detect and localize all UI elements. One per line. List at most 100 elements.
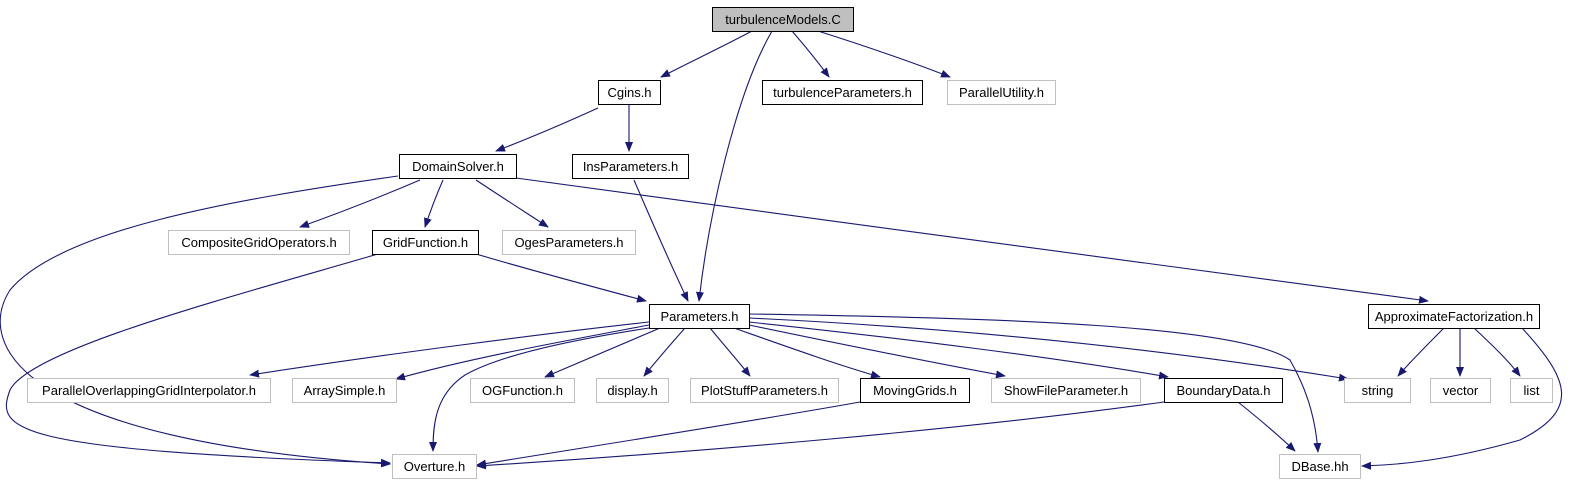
node-label: OGFunction.h <box>482 383 563 398</box>
node-box <box>502 230 636 255</box>
node-parameters[interactable]: Parameters.h <box>649 304 750 329</box>
edge-cgins-to-domainSolver <box>495 107 599 152</box>
node-box <box>168 230 350 255</box>
node-box <box>1430 378 1491 403</box>
node-box <box>860 378 970 403</box>
node-ogFunction: OGFunction.h <box>470 378 575 403</box>
node-box <box>1344 378 1411 403</box>
node-label: ApproximateFactorization.h <box>1375 309 1533 324</box>
node-label: DBase.hh <box>1291 459 1348 474</box>
node-label: DomainSolver.h <box>412 159 504 174</box>
node-box <box>1164 378 1283 403</box>
node-box <box>292 378 397 403</box>
node-domainSolver[interactable]: DomainSolver.h <box>399 154 517 179</box>
node-overture: Overture.h <box>392 454 477 479</box>
edge-approximateFactorization-to-list <box>1473 327 1521 377</box>
edge-parameters-to-arraySimple <box>395 324 650 381</box>
node-label: Parameters.h <box>660 309 738 324</box>
node-cgins[interactable]: Cgins.h <box>598 80 661 105</box>
node-movingGrids[interactable]: MovingGrids.h <box>860 378 970 403</box>
node-box <box>712 7 854 32</box>
edge-domainSolver-to-ogesParameters <box>475 179 549 228</box>
edge-parameters-to-string <box>748 317 1349 382</box>
edge-parameters-to-boundaryData <box>748 321 1169 380</box>
node-arraySimple: ArraySimple.h <box>292 378 397 403</box>
node-box <box>572 154 689 179</box>
nodes-layer: turbulenceModels.C Cgins.h turbulenceParam… <box>27 7 1553 479</box>
node-parallelUtility: ParallelUtility.h <box>947 80 1056 105</box>
edge-parameters-to-dbase <box>748 313 1322 453</box>
node-turbulenceParameters[interactable]: turbulenceParameters.h <box>762 80 923 105</box>
node-insParameters[interactable]: InsParameters.h <box>572 154 689 179</box>
edge-turbulenceModels-to-cgins <box>660 30 753 78</box>
edge-domainSolver-to-overture <box>0 175 399 468</box>
edge-parameters-to-display <box>643 327 686 377</box>
node-label: ParallelOverlappingGridInterpolator.h <box>42 383 256 398</box>
node-box <box>1368 304 1540 329</box>
edge-gridFunction-to-parameters <box>475 253 647 303</box>
edge-gridFunction-to-overture <box>5 253 391 467</box>
node-ogesParameters: OgesParameters.h <box>502 230 636 255</box>
edge-parameters-to-movingGrids <box>733 327 881 379</box>
node-label: turbulenceModels.C <box>725 12 841 27</box>
edge-turbulenceModels-to-parameters <box>696 30 773 302</box>
node-parallelOverlapping: ParallelOverlappingGridInterpolator.h <box>27 378 271 403</box>
node-box <box>1279 454 1361 479</box>
node-label: list <box>1524 383 1540 398</box>
edge-parameters-to-ogFunction <box>544 327 661 378</box>
edge-domainSolver-to-compositeGridOperators <box>299 179 421 228</box>
node-compositeGridOperators: CompositeGridOperators.h <box>168 230 350 255</box>
node-showFileParameter: ShowFileParameter.h <box>991 378 1141 403</box>
edge-parameters-to-showFileParameter <box>748 324 1006 379</box>
node-box <box>598 80 661 105</box>
node-box <box>947 80 1056 105</box>
edge-turbulenceModels-to-turbulenceParameters <box>791 30 830 78</box>
edge-insParameters-to-parameters <box>633 179 689 302</box>
node-label: PlotStuffParameters.h <box>701 383 828 398</box>
edge-boundaryData-to-dbase <box>1237 401 1296 452</box>
node-label: MovingGrids.h <box>873 383 957 398</box>
node-label: CompositeGridOperators.h <box>181 235 336 250</box>
node-display: display.h <box>596 378 669 403</box>
node-box <box>392 454 477 479</box>
node-box <box>596 378 669 403</box>
node-box <box>399 154 517 179</box>
node-dbase: DBase.hh <box>1279 454 1361 479</box>
node-boundaryData[interactable]: BoundaryData.h <box>1164 378 1283 403</box>
node-label: BoundaryData.h <box>1177 383 1271 398</box>
edges-layer <box>0 30 1563 470</box>
node-vector: vector <box>1430 378 1491 403</box>
node-turbulenceModels[interactable]: turbulenceModels.C <box>712 7 854 32</box>
node-label: vector <box>1443 383 1479 398</box>
node-box <box>991 378 1141 403</box>
node-box <box>762 80 923 105</box>
node-box <box>470 378 575 403</box>
edge-approximateFactorization-to-dbase <box>1361 327 1563 470</box>
edge-turbulenceModels-to-parallelUtility <box>817 30 951 78</box>
edge-domainSolver-to-gridFunction <box>424 179 444 228</box>
node-box <box>372 230 479 255</box>
node-label: OgesParameters.h <box>514 235 623 250</box>
node-box <box>1510 378 1553 403</box>
node-label: string <box>1362 383 1394 398</box>
node-label: Cgins.h <box>607 85 651 100</box>
node-box <box>690 378 839 403</box>
node-label: ShowFileParameter.h <box>1004 383 1128 398</box>
node-list: list <box>1510 378 1553 403</box>
node-label: InsParameters.h <box>583 159 678 174</box>
node-label: Overture.h <box>404 459 465 474</box>
node-label: GridFunction.h <box>383 235 468 250</box>
node-label: display.h <box>607 383 657 398</box>
node-label: turbulenceParameters.h <box>773 85 912 100</box>
edge-domainSolver-to-approximateFactorization <box>515 177 1429 304</box>
node-label: ParallelUtility.h <box>959 85 1044 100</box>
edge-parameters-to-plotStuffParameters <box>709 327 751 377</box>
node-plotStuffParameters: PlotStuffParameters.h <box>690 378 839 403</box>
edge-approximateFactorization-to-string <box>1397 327 1445 377</box>
node-gridFunction[interactable]: GridFunction.h <box>372 230 479 255</box>
node-string: string <box>1344 378 1411 403</box>
node-box <box>27 378 271 403</box>
node-approximateFactorization[interactable]: ApproximateFactorization.h <box>1368 304 1540 329</box>
edge-boundaryData-to-overture <box>476 401 1165 470</box>
